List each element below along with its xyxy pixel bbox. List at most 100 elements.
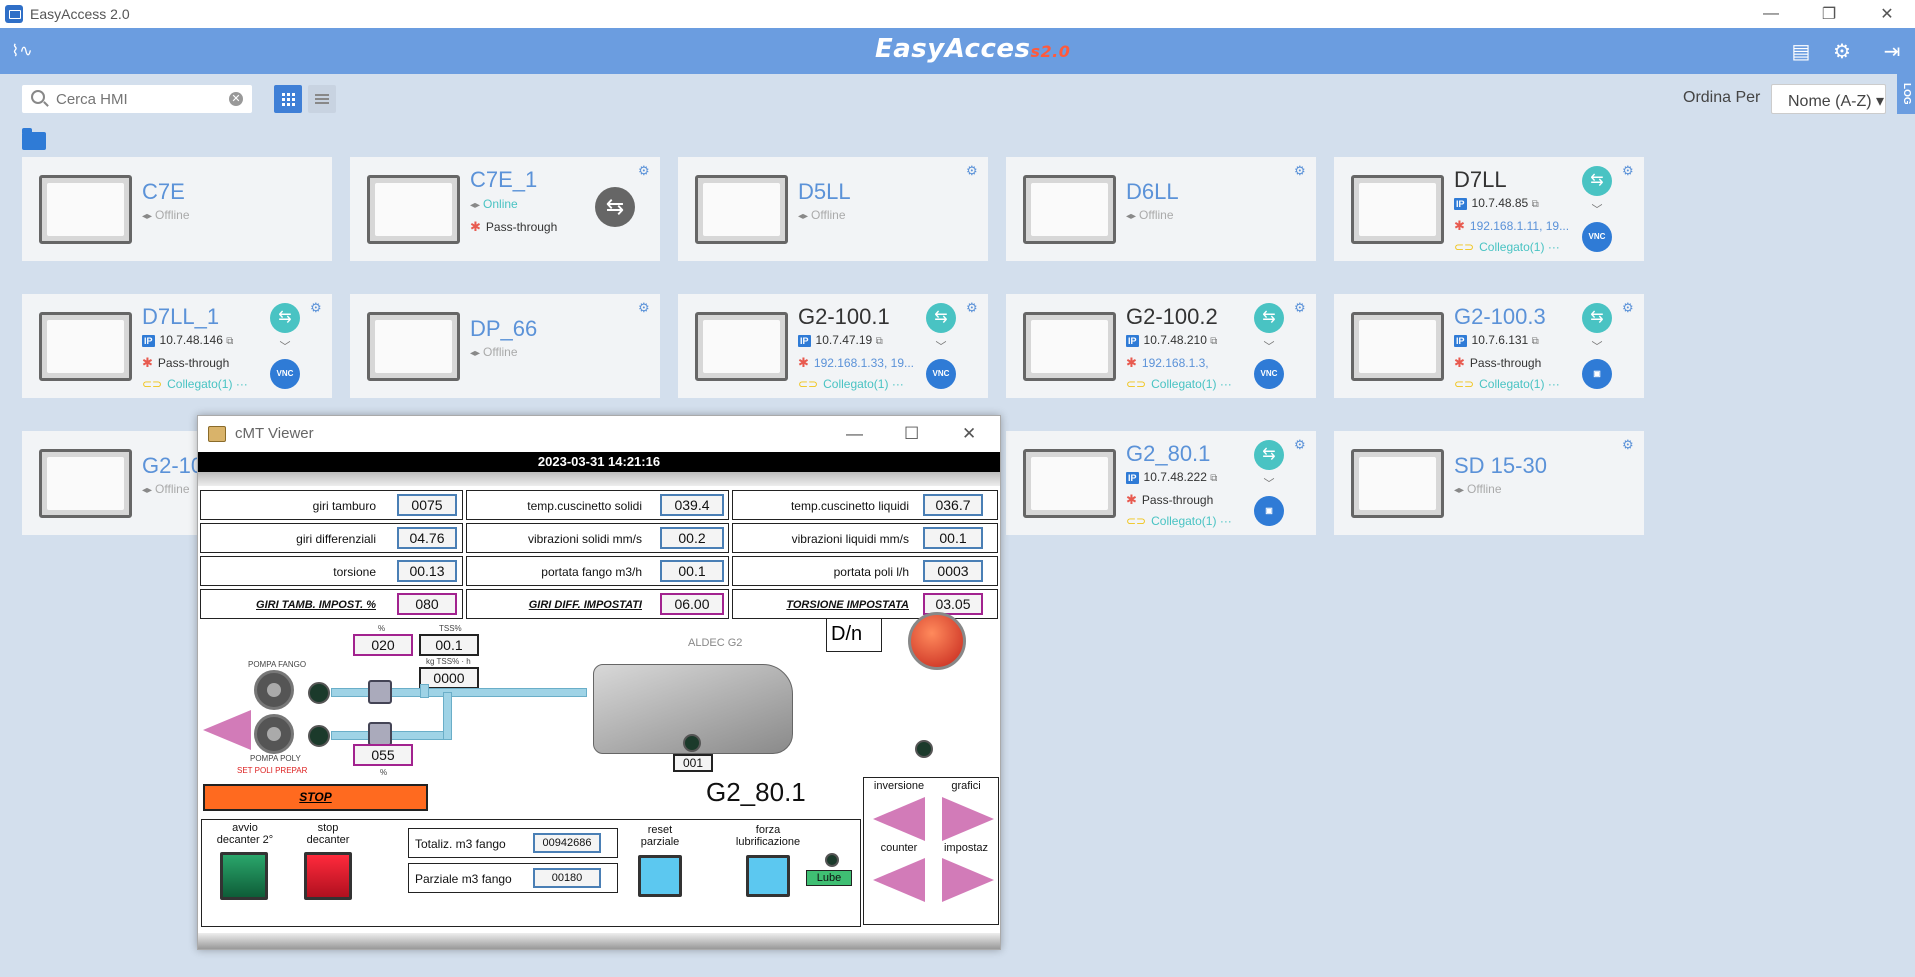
setpoint-value[interactable]: 080 <box>397 593 457 615</box>
folder-icon[interactable] <box>22 128 46 150</box>
settings-gear-icon[interactable]: ⚙ <box>1833 41 1851 63</box>
start-decanter-button[interactable] <box>220 852 268 900</box>
cmt-viewer-window[interactable]: cMT Viewer — ☐ ✕ 2023-03-31 14:21:16 gir… <box>197 415 1001 950</box>
force-lube-button[interactable] <box>746 855 790 897</box>
param-label: vibrazioni liquidi mm/s <box>791 532 909 546</box>
hmi-card[interactable]: DP_66 ◂▸Offline ⚙ <box>350 294 660 398</box>
hmi-screen[interactable]: 2023-03-31 14:21:16 giri tamburo 0075 te… <box>198 452 1000 949</box>
card-gear-icon[interactable]: ⚙ <box>966 300 978 315</box>
card-gear-icon[interactable]: ⚙ <box>1294 163 1306 178</box>
poly-pump-icon[interactable] <box>254 714 294 754</box>
card-gear-icon[interactable]: ⚙ <box>1622 437 1634 452</box>
setpoint-cell[interactable]: GIRI DIFF. IMPOSTATI 06.00 <box>466 589 729 619</box>
pct-value[interactable]: 020 <box>353 634 413 656</box>
swap-icon[interactable]: ⇆ <box>1582 303 1612 333</box>
stop-decanter-button[interactable] <box>304 852 352 900</box>
collegato-line[interactable]: ⊂⊃Collegato(1) ··· <box>1126 514 1232 528</box>
collegato-line[interactable]: ⊂⊃Collegato(1) ··· <box>798 377 904 391</box>
card-gear-icon[interactable]: ⚙ <box>1622 300 1634 315</box>
hmi-card[interactable]: D6LL ◂▸Offline ⚙ <box>1006 157 1316 261</box>
sort-select[interactable]: Nome (A-Z) ▾ <box>1771 84 1886 114</box>
sludge-valve-icon[interactable] <box>368 680 392 704</box>
inversione-arrow-icon[interactable] <box>873 797 925 841</box>
back-arrow-icon[interactable] <box>203 710 251 750</box>
collegato-line[interactable]: ⊂⊃Collegato(1) ··· <box>1454 377 1560 391</box>
log-tab[interactable]: LOG <box>1897 74 1915 114</box>
chevron-down-icon[interactable]: ﹀ <box>1591 204 1603 216</box>
vnc-icon[interactable]: VNC <box>1582 222 1612 252</box>
chevron-down-icon[interactable]: ﹀ <box>1591 341 1603 353</box>
setpoint-cell[interactable]: TORSIONE IMPOSTATA 03.05 <box>732 589 998 619</box>
hmi-card[interactable]: C7E ◂▸Offline <box>22 157 332 261</box>
reset-partial-button[interactable] <box>638 855 682 897</box>
card-gear-icon[interactable]: ⚙ <box>1294 437 1306 452</box>
swap-icon[interactable]: ⇆ <box>270 303 300 333</box>
viewer-maximize-button[interactable]: ☐ <box>904 424 920 443</box>
card-gear-icon[interactable]: ⚙ <box>966 163 978 178</box>
clear-search-icon[interactable]: ✕ <box>229 92 243 106</box>
minimize-button[interactable]: — <box>1763 5 1779 22</box>
card-gear-icon[interactable]: ⚙ <box>638 300 650 315</box>
collegato-line[interactable]: ⊂⊃Collegato(1) ··· <box>1454 240 1560 254</box>
swap-icon[interactable]: ⇆ <box>1254 303 1284 333</box>
card-gear-icon[interactable]: ⚙ <box>638 163 650 178</box>
message-icon[interactable]: ▤ <box>1791 41 1811 63</box>
swap-icon[interactable]: ⇆ <box>1582 166 1612 196</box>
logout-icon[interactable]: ⇥ <box>1883 41 1901 63</box>
dn-display: D/n <box>826 618 882 652</box>
vnc-icon[interactable]: VNC <box>1254 359 1284 389</box>
chevron-down-icon[interactable]: ﹀ <box>279 341 291 353</box>
grid-view-button[interactable] <box>274 85 302 113</box>
stop-button[interactable]: STOP <box>203 784 428 811</box>
vnc-icon[interactable]: VNC <box>270 359 300 389</box>
viewer-minimize-button[interactable]: — <box>846 424 863 443</box>
card-gear-icon[interactable]: ⚙ <box>310 300 322 315</box>
sludge-pump-icon[interactable] <box>254 670 294 710</box>
vnc-icon[interactable]: VNC <box>926 359 956 389</box>
poly-valve-icon[interactable] <box>368 722 392 746</box>
chevron-down-icon[interactable]: ﹀ <box>1263 478 1275 490</box>
card-gear-icon[interactable]: ⚙ <box>1294 300 1306 315</box>
list-view-button[interactable] <box>308 85 336 113</box>
swap-icon[interactable]: ⇆ <box>1254 440 1284 470</box>
impostaz-arrow-icon[interactable] <box>942 858 994 902</box>
hmi-card[interactable]: D5LL ◂▸Offline ⚙ <box>678 157 988 261</box>
close-button[interactable]: ✕ <box>1880 6 1894 23</box>
search-input[interactable] <box>56 89 216 109</box>
emergency-knob-icon[interactable] <box>908 612 966 670</box>
easyaccess-web-icon[interactable]: ▣ <box>1254 496 1284 526</box>
restore-button[interactable]: ❐ <box>1821 6 1837 23</box>
card-gear-icon[interactable]: ⚙ <box>1622 163 1634 178</box>
poly-value[interactable]: 055 <box>353 744 413 766</box>
hmi-card[interactable]: SD 15-30 ◂▸Offline ⚙ <box>1334 431 1644 535</box>
collegato-line[interactable]: ⊂⊃Collegato(1) ··· <box>142 377 248 391</box>
hmi-card[interactable]: C7E_1 ◂▸Online ✱Pass-through ⇆ ⚙ <box>350 157 660 261</box>
grafici-arrow-icon[interactable] <box>942 797 994 841</box>
decanter-status-light <box>683 734 701 752</box>
hmi-gradient-bar <box>198 472 1000 486</box>
app-header: ⌇∿ EasyAccess2.0 ▤ ⚙ ⇥ <box>0 28 1915 74</box>
pompa-poly-label: POMPA POLY <box>250 754 301 763</box>
search-box[interactable]: ✕ <box>22 85 252 113</box>
setpoint-cell[interactable]: GIRI TAMB. IMPOST. % 080 <box>200 589 463 619</box>
activity-icon[interactable]: ⌇∿ <box>11 43 33 60</box>
collegato-line[interactable]: ⊂⊃Collegato(1) ··· <box>1126 377 1232 391</box>
swap-icon[interactable]: ⇆ <box>926 303 956 333</box>
counter-arrow-icon[interactable] <box>873 858 925 902</box>
easyaccess-web-icon[interactable]: ▣ <box>1582 359 1612 389</box>
param-label: temp.cuscinetto liquidi <box>790 499 909 513</box>
setpoint-value[interactable]: 06.00 <box>660 593 724 615</box>
setpoint-value[interactable]: 03.05 <box>923 593 983 615</box>
chevron-down-icon[interactable]: ﹀ <box>935 341 947 353</box>
viewer-close-button[interactable]: ✕ <box>962 424 977 443</box>
hmi-thumbnail <box>695 175 788 244</box>
chevron-down-icon[interactable]: ﹀ <box>1263 341 1275 353</box>
swap-icon[interactable]: ⇆ <box>595 187 635 227</box>
